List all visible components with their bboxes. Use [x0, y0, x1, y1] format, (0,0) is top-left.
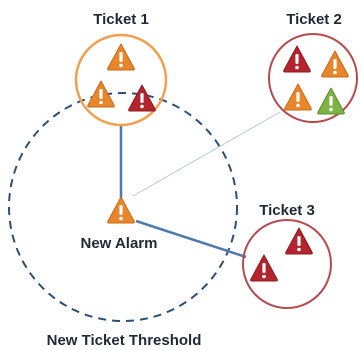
ticket-3-label: Ticket 3 [259, 202, 315, 219]
warning-triangle-icon [250, 254, 278, 282]
ticket-2-label: Ticket 2 [286, 11, 342, 28]
warning-triangle-icon [321, 50, 349, 78]
ticket-1-circle [74, 33, 168, 127]
ticket-3-circle [242, 219, 332, 309]
warning-triangle-icon [284, 83, 312, 111]
ticket-2-circle [268, 33, 358, 123]
link-new-alarm-ticket-3 [135, 219, 247, 259]
new-ticket-threshold-circle [8, 92, 238, 322]
new-ticket-threshold-label: New Ticket Threshold [47, 332, 202, 349]
warning-triangle-icon [317, 87, 345, 115]
new-alarm-label: New Alarm [81, 235, 158, 252]
warning-triangle-icon [107, 196, 135, 224]
warning-triangle-icon [283, 45, 311, 73]
ticket-1-label: Ticket 1 [93, 11, 149, 28]
warning-triangle-icon [285, 227, 313, 255]
link-new-alarm-ticket-2 [132, 111, 281, 197]
